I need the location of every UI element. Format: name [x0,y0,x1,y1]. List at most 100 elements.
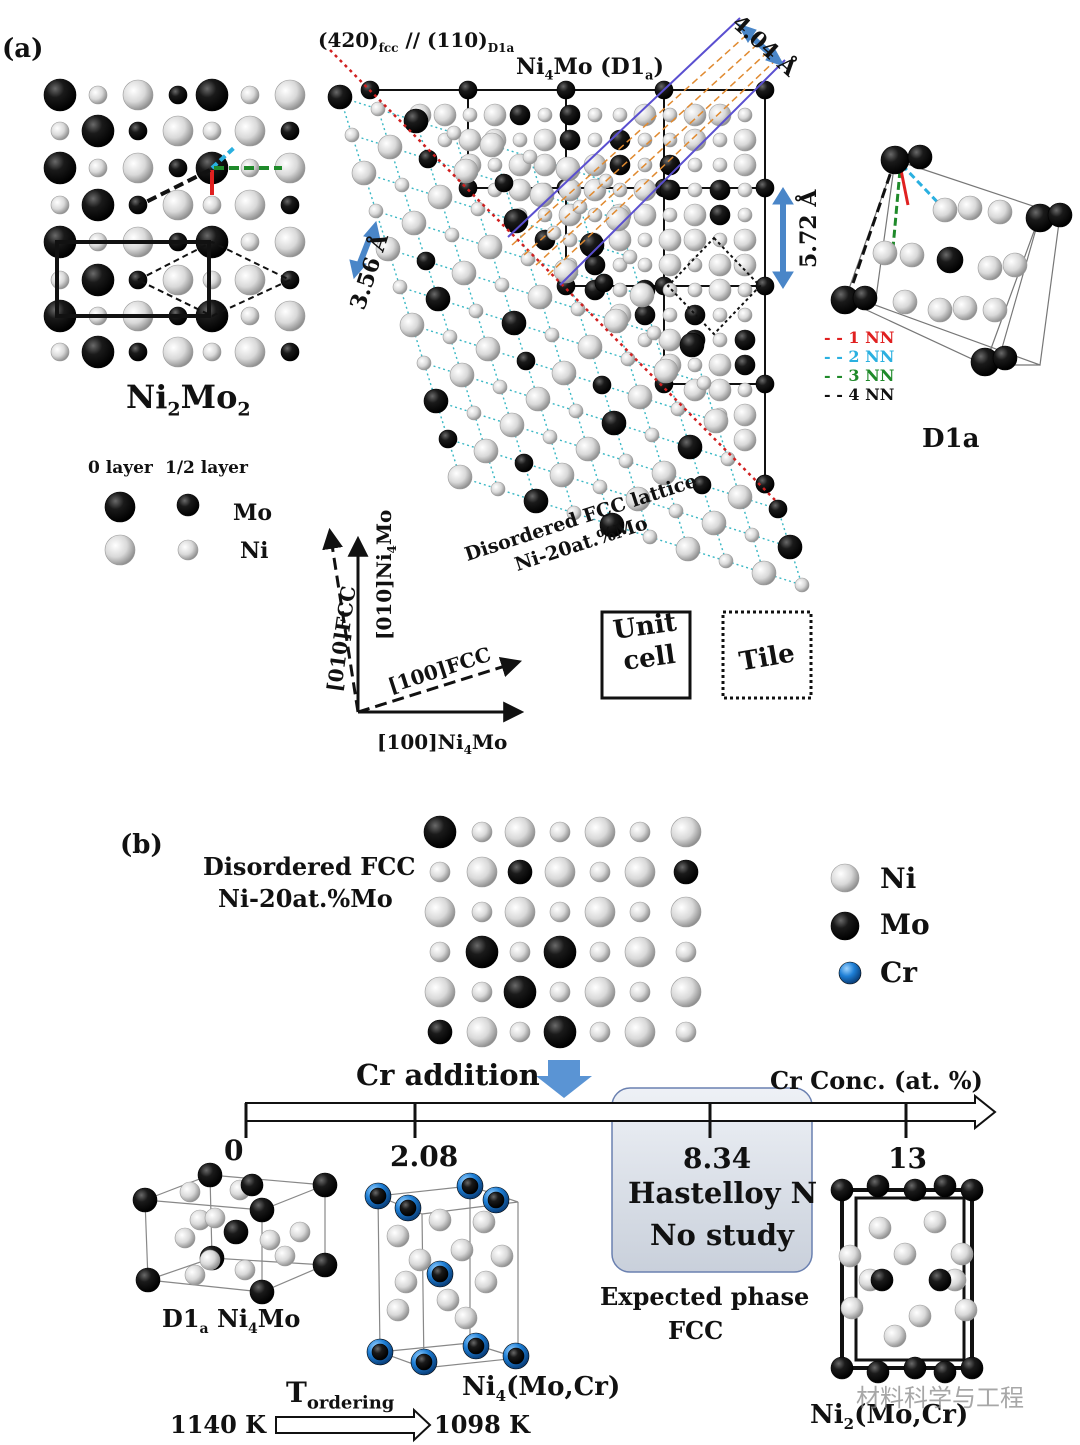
watermark: 材料科学与工程 [856,1384,1024,1412]
ni-atom [240,85,260,105]
ni-atom [202,121,222,141]
plane-420-line [329,49,776,501]
mo-atom [168,85,188,105]
ni-atom [733,428,757,452]
ni-atom [453,158,479,184]
d1a-label: D1a [922,424,980,454]
ni-atom [584,816,616,848]
ni-atom [487,157,503,173]
ni-atom [471,901,493,923]
ni-atom [675,536,701,562]
ni-atom [637,132,653,148]
ni-atom [454,1306,478,1330]
ni-atom [668,503,684,519]
cr-addition-label: Cr addition [356,1058,540,1092]
ni-atom [957,195,983,221]
mo-atom [403,108,429,134]
axis-100-ni4mo: [100]Ni4Mo [377,730,508,757]
ni-atom [612,182,628,198]
ni-atom [718,553,734,569]
ni-atom [950,1242,974,1266]
ni-atom [587,107,603,123]
ni-atom [234,264,266,296]
mo-atom [399,1199,417,1217]
mo-atom [128,121,148,141]
ni-atom [737,382,753,398]
ni-atom [394,1270,418,1294]
ni-atom [883,1324,907,1348]
mo-atom [903,1178,927,1202]
mo-atom [734,329,756,351]
ni-atom [162,336,194,368]
ni-atom [424,976,456,1008]
ni-atom [351,160,377,186]
ni-atom [494,277,510,293]
ni-atom [687,182,703,198]
ni-atom [658,328,682,352]
mo-atom [369,1187,387,1205]
mo-atom [280,342,300,362]
ni-atom [612,257,628,273]
ni-atom [429,861,451,883]
ni-atom [737,207,753,223]
ni-atom [512,132,528,148]
ni-atom [471,981,493,1003]
ni-atom [479,132,505,158]
mo-atom [933,1174,957,1198]
ni-atom [923,1210,947,1234]
legend-ni-atom-b [830,863,860,893]
ni-atom [472,1210,496,1234]
ni-atom [458,128,482,152]
ni-atom [179,1181,201,1203]
fcc-atoms [327,84,810,593]
mo-atom [195,78,229,112]
ni-atom [629,821,651,843]
ni-atom [624,936,656,968]
ni-atom [653,358,679,384]
ni-atom [733,253,757,277]
panel-b-label: (b) [120,830,163,860]
phase-d1a-ni4mo: D1a Ni4Mo [162,1304,301,1337]
ni-atom [587,132,603,148]
ni-atom [202,342,222,362]
mo-atom [777,534,803,560]
ni-atom [670,401,686,417]
ni-atom [712,157,728,173]
mo-atom [81,263,115,297]
ni-atom [473,438,499,464]
ni-atom [662,207,678,223]
ni-atom [603,308,629,334]
ni-atom [234,115,266,147]
ni-atom [442,329,458,345]
ni-atom [751,560,777,586]
mo-atom [507,859,533,885]
ni-atom [708,278,732,302]
ni-atom [289,1221,311,1243]
ni-atom [584,896,616,928]
ni-atom [477,234,503,260]
ni-atom [466,1016,498,1048]
ni-atom [642,529,658,545]
ni-atom [618,453,634,469]
ni-atom [549,981,571,1003]
legend-mo-b: Mo [880,908,930,941]
ni-atom [50,342,70,362]
mo-atom [523,488,549,514]
ni-atom [952,295,978,321]
mo-atom [755,474,775,494]
ni-atom [483,103,507,127]
ni-atom [683,203,707,227]
ni-atom [475,336,501,362]
ni-atom [712,232,728,248]
nn-1: 1 NN [848,328,895,347]
ni-atom [872,240,898,266]
mo-atom [128,342,148,362]
ni-atom [670,816,702,848]
ni-atom [274,1245,296,1267]
ni-atom [527,284,553,310]
ni-atom [399,312,425,338]
orientation-axes [322,527,525,723]
ni-atom [466,856,498,888]
